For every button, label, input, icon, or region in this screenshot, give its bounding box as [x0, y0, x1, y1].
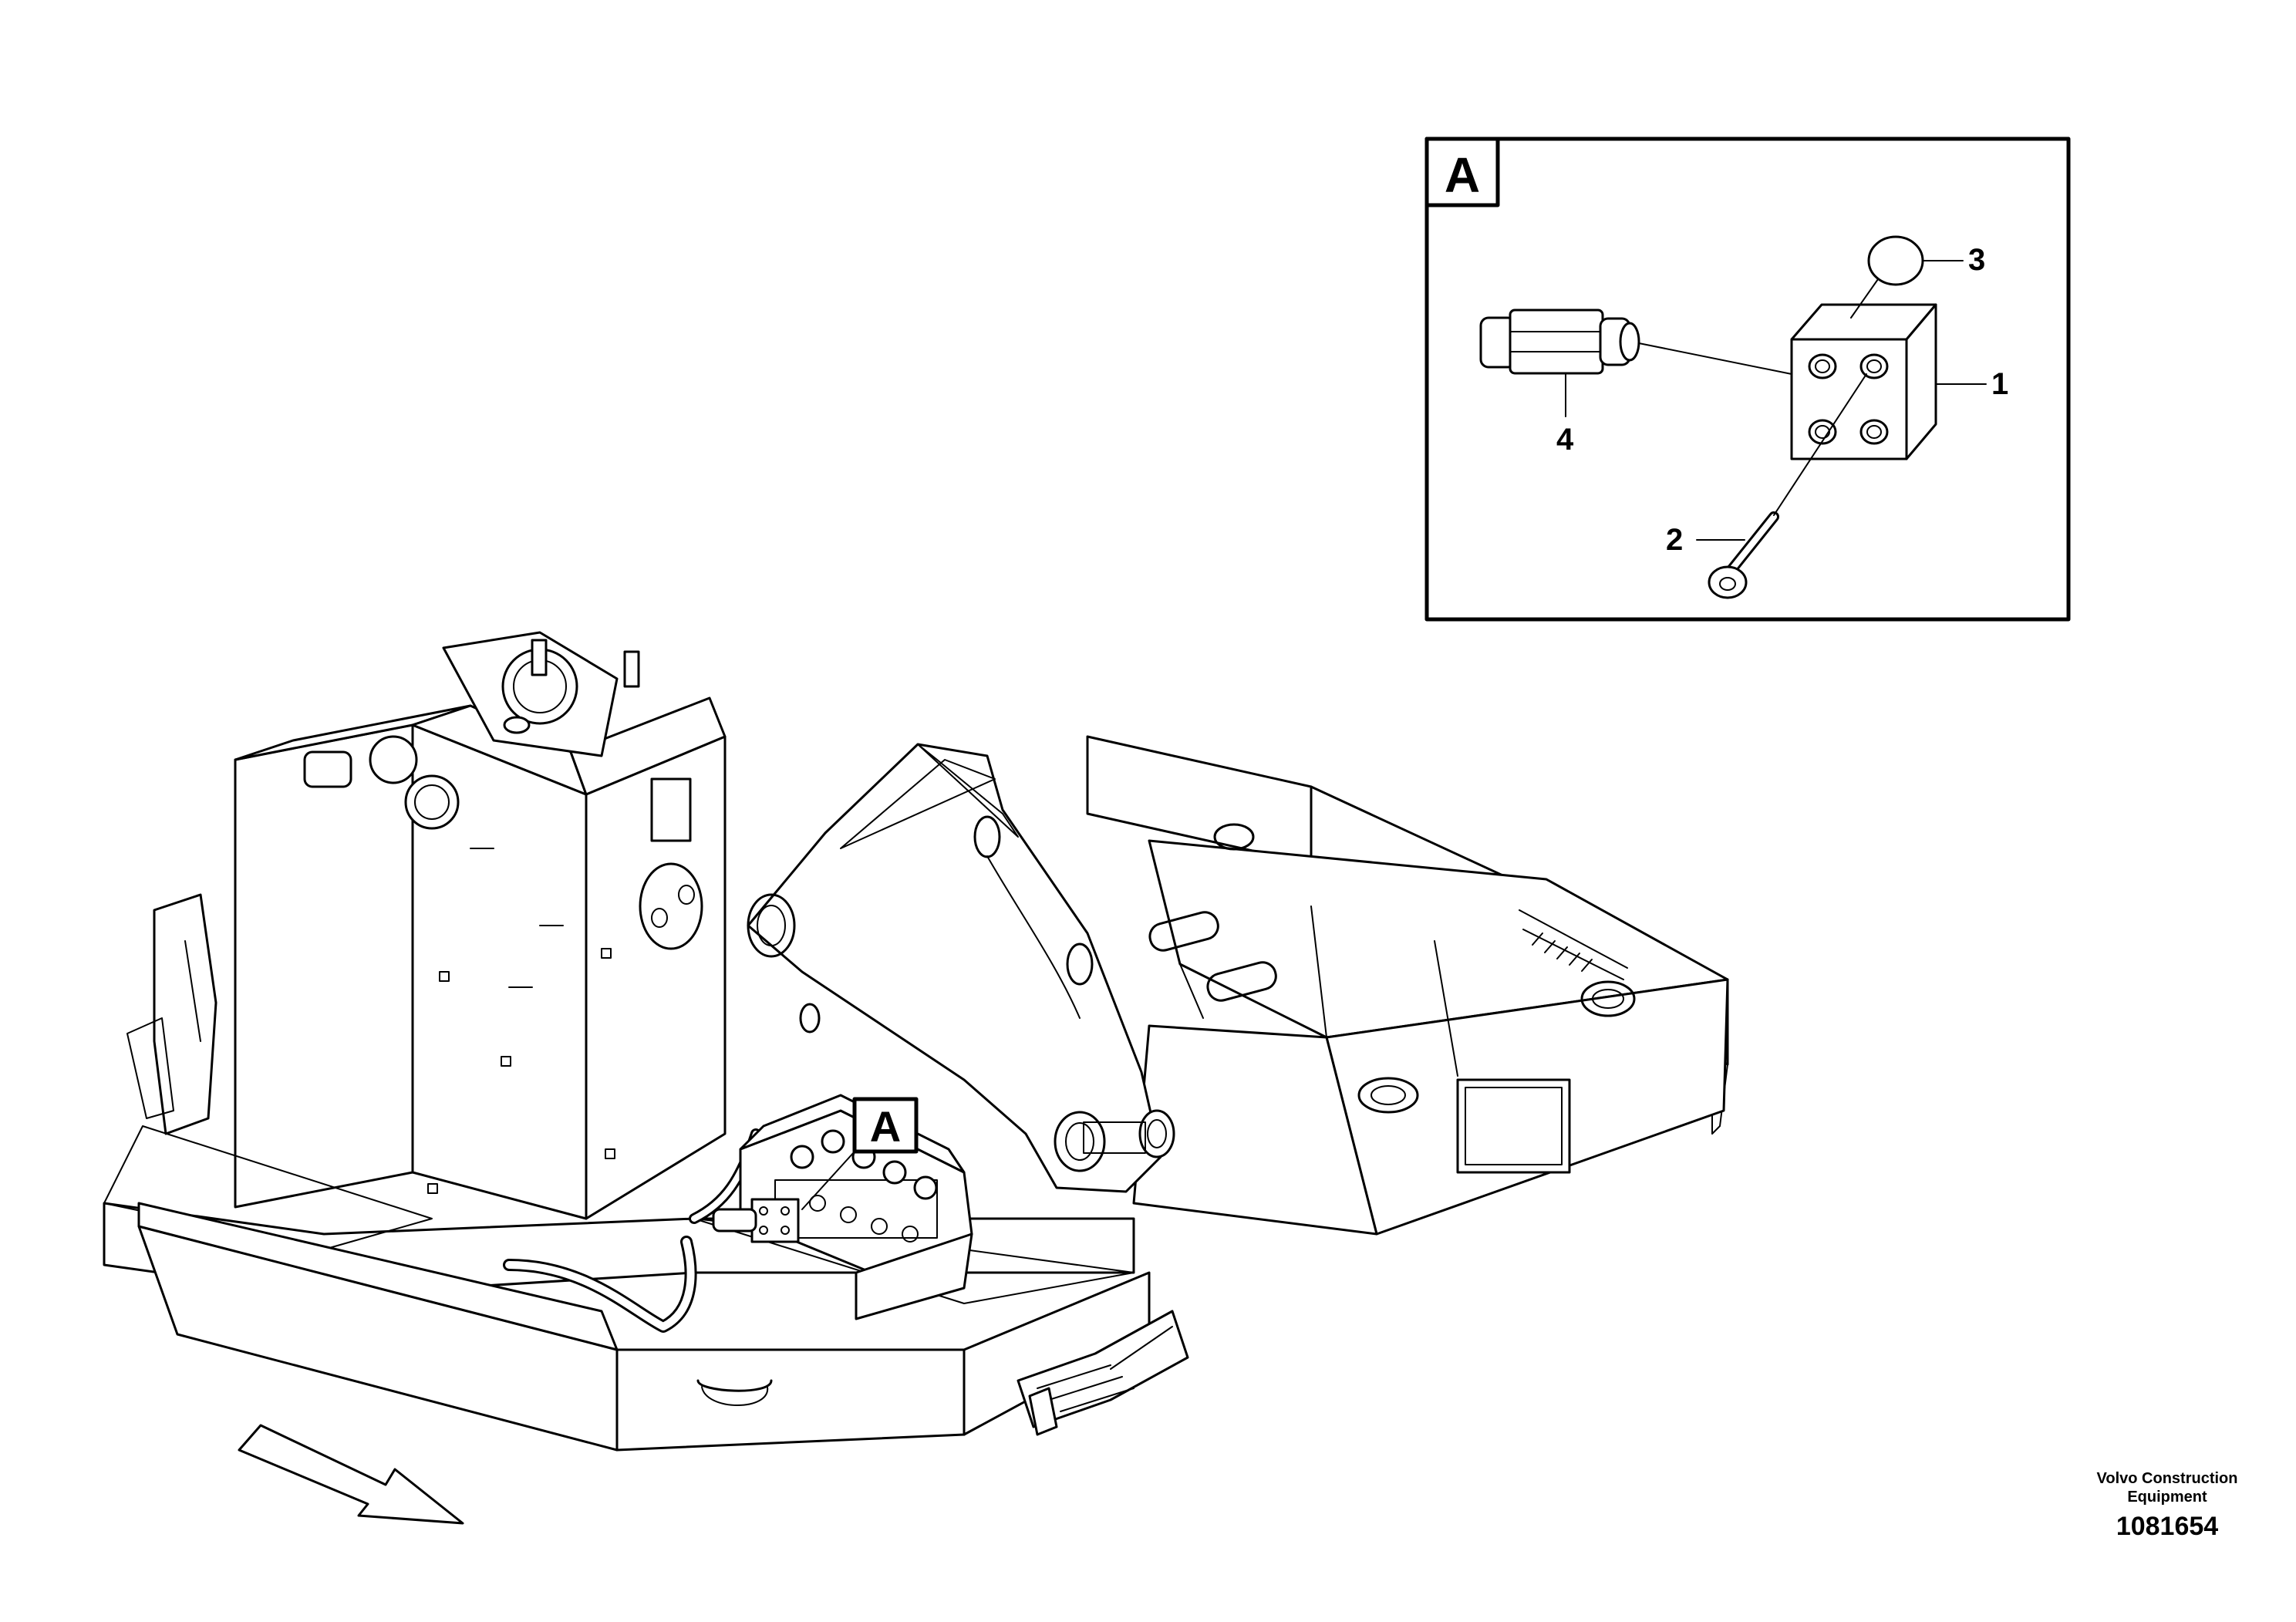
publisher-credit: Volvo Construction Equipment: [2067, 1469, 2267, 1506]
direction-arrow-icon: [238, 1424, 464, 1525]
callout-4: 4: [1556, 423, 1574, 457]
marker-a: A: [801, 1097, 919, 1210]
publisher-credit-line1: Volvo Construction: [2096, 1470, 2238, 1487]
marker-label: A: [870, 1102, 901, 1151]
detail-box-a: A: [1424, 137, 2071, 622]
union-part: [1479, 309, 1640, 375]
control-valve: [712, 1094, 973, 1320]
block-part: [1790, 303, 1937, 460]
callout-3: 3: [1968, 243, 1985, 277]
detail-box-label: A: [1445, 147, 1480, 203]
drawing-number: 1081654: [2116, 1512, 2219, 1541]
screw-part: [1708, 511, 1779, 599]
callout-1: 1: [1991, 367, 2008, 401]
publisher-credit-line2: Equipment: [2127, 1489, 2207, 1506]
callout-2: 2: [1666, 523, 1683, 557]
machine-assembly: A: [103, 631, 1729, 1452]
plug-part: [1867, 235, 1924, 286]
